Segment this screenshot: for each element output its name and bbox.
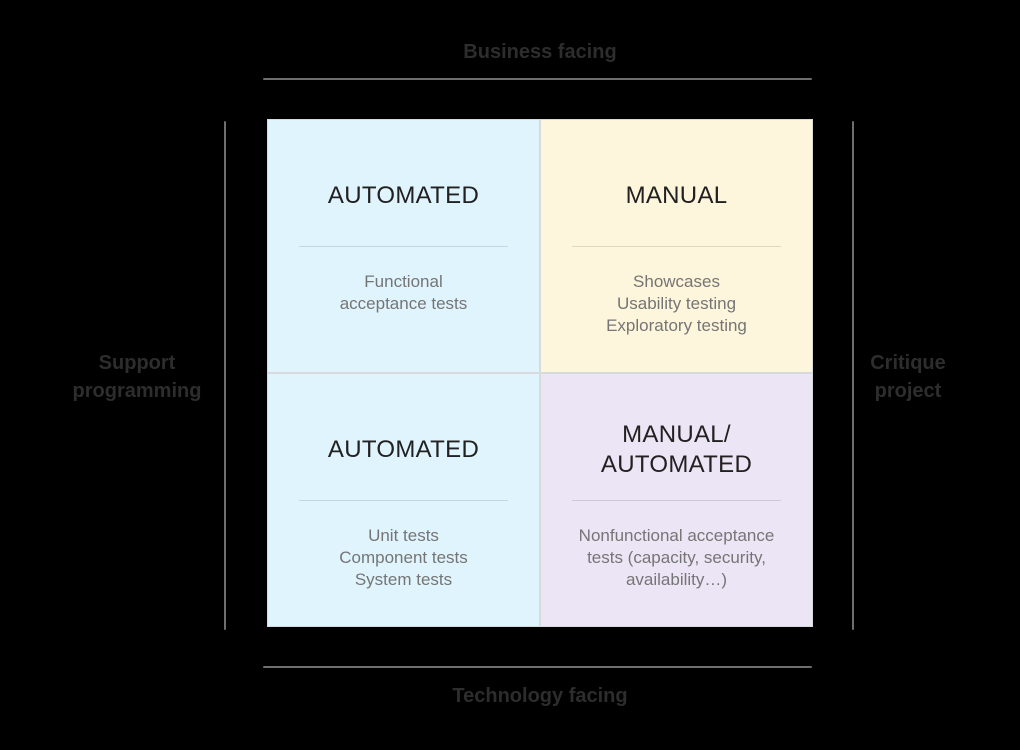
quadrant-items: Unit tests Component tests System tests (339, 526, 468, 589)
quadrant-items: Nonfunctional acceptance tests (capacity… (578, 526, 775, 589)
left-axis-line (224, 121, 226, 630)
bottom-axis-line (263, 666, 812, 668)
quadrant-divider (572, 246, 781, 247)
quadrant-divider (572, 500, 781, 501)
right-axis-line (852, 121, 854, 630)
quadrant-items: Functional acceptance tests (339, 272, 468, 313)
quadrant-grid: AUTOMATED Functional acceptance tests MA… (267, 119, 813, 627)
bottom-axis-label: Technology facing (452, 685, 628, 707)
left-axis-label: Support programming (72, 352, 202, 402)
quadrant-items: Showcases Usability testing Exploratory … (606, 272, 747, 335)
quadrant-bottom-left: AUTOMATED Unit tests Component tests Sys… (268, 374, 539, 626)
quadrant-title: MANUAL/ AUTOMATED (600, 421, 753, 478)
quadrant-divider (299, 500, 508, 501)
top-axis-line (263, 78, 812, 80)
quadrant-title: MANUAL (625, 182, 728, 209)
quadrant-divider (299, 246, 508, 247)
right-axis-label: Critique project (870, 352, 946, 402)
top-axis-label: Business facing (463, 41, 617, 63)
quadrant-bottom-right: MANUAL/ AUTOMATED Nonfunctional acceptan… (541, 374, 812, 626)
quadrant-top-left: AUTOMATED Functional acceptance tests (268, 120, 539, 372)
quadrant-title: AUTOMATED (327, 182, 480, 209)
quadrant-top-right: MANUAL Showcases Usability testing Explo… (541, 120, 812, 372)
quadrant-title: AUTOMATED (327, 436, 480, 463)
